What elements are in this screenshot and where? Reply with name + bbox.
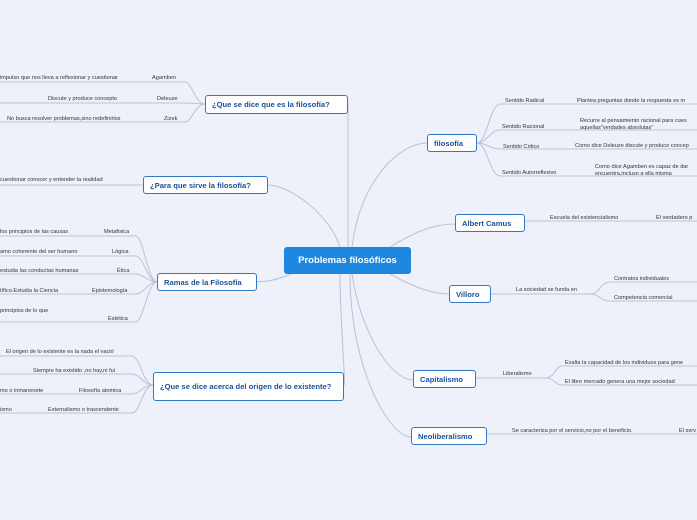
central-topic[interactable]: Problemas filosóficos <box>284 247 411 274</box>
leaf-competencia: Competencia comercial <box>614 295 673 301</box>
leaf-estetica-text: principios de lo que <box>0 308 49 314</box>
leaf-zizek: Zizek <box>164 116 178 122</box>
leaf-exalta: Exalta la capacidad de los individuos pa… <box>565 360 684 366</box>
leaf-agamben-text: impulso que nos lleva a reflexionar y cu… <box>0 75 118 81</box>
leaf-metafisica: Metafisica <box>104 229 130 235</box>
topic-para-que-sirve[interactable]: ¿Para que sirve la filosofía? <box>143 176 268 194</box>
leaf-sentido-radical-text: Plantea preguntas donde la respuesta es … <box>577 98 686 104</box>
leaf-sentido-autorreflexivo-text: Como dice Agamben es capaz de dar encuen… <box>595 164 689 177</box>
leaf-sociedad-funda: La sociedad se funda en <box>516 287 577 293</box>
topic-capitalismo[interactable]: Capitalismo <box>413 370 476 388</box>
leaf-inmanente-text: mo o inmanenete <box>0 388 44 394</box>
leaf-logica-text: amo coherente del ser humano <box>0 249 78 255</box>
leaf-filosofia-atomica: Filosofía atomica <box>79 388 122 394</box>
leaf-neoliberalismo-text: El serv <box>679 428 697 434</box>
leaf-sentido-racional-text: Recurre al pensamiento racional para cue… <box>580 118 687 131</box>
leaf-existencialismo: Escuela del existencialismo <box>550 215 619 221</box>
leaf-deleuze-text: Discute y produce concepto <box>48 96 118 102</box>
topic-villoro[interactable]: Villoro <box>449 285 491 303</box>
leaf-sentido-radical: Sentido Radical <box>505 98 545 104</box>
leaf-deleuze: Deleuze <box>157 96 178 102</box>
topic-neoliberalismo[interactable]: Neoliberalismo <box>411 427 487 445</box>
leaf-sentido-autorreflexivo: Sentido Autorreflexivo <box>502 170 557 176</box>
leaf-estetica: Estética <box>108 316 128 322</box>
leaf-servicio: Se caracteriza por el servicio,no por el… <box>512 428 633 434</box>
topic-filosofia[interactable]: filosofía <box>427 134 477 152</box>
leaf-epistemologia: Epistemología <box>92 288 128 294</box>
leaf-externalismo: Externalismo o trascendente <box>48 407 119 413</box>
leaf-logica: Lógica <box>112 249 129 255</box>
leaf-sentido-critico-text: Como dice Deleuze discute y produce conc… <box>575 143 689 149</box>
leaf-para-que-text: cuestionar conocer y entender la realida… <box>0 177 103 183</box>
leaf-siempre-existido: Siempre ha existido ,no hay,ni fui <box>33 368 115 374</box>
leaf-camus-text: El verdadero p <box>656 215 693 221</box>
leaf-etica: Ética <box>117 268 130 274</box>
leaf-liberalismo: Liberalismo <box>503 371 532 377</box>
topic-ramas-filosofia[interactable]: Ramas de la Filosofía <box>157 273 257 291</box>
topic-origen-existente[interactable]: ¿Que se dice acerca del origen de lo exi… <box>153 372 344 401</box>
leaf-zizek-text: No busca resolver problemas,sino redefin… <box>7 116 121 122</box>
leaf-epistemologia-text: tífico.Estudia la Ciencia <box>0 288 59 294</box>
leaf-agamben: Agamben <box>152 75 176 81</box>
leaf-etica-text: estudia las conductas humanas <box>0 268 79 274</box>
topic-albert-camus[interactable]: Albert Camus <box>455 214 525 232</box>
leaf-origen-nada: El origen de lo existente es la nada el … <box>6 349 114 355</box>
leaf-ismo-text: ismo <box>0 407 12 413</box>
topic-que-es-filosofia[interactable]: ¿Que se dice que es la filosofía? <box>205 95 348 114</box>
leaf-sentido-critico: Sentido Critico <box>503 144 540 150</box>
leaf-libre-mercado: El libre mercado genera una mejor socied… <box>565 379 675 385</box>
leaf-contratos: Contratos individuales <box>614 276 670 282</box>
leaf-sentido-racional: Sentido Racional <box>502 124 545 130</box>
leaf-metafisica-text: los principios de las causas <box>0 229 69 235</box>
